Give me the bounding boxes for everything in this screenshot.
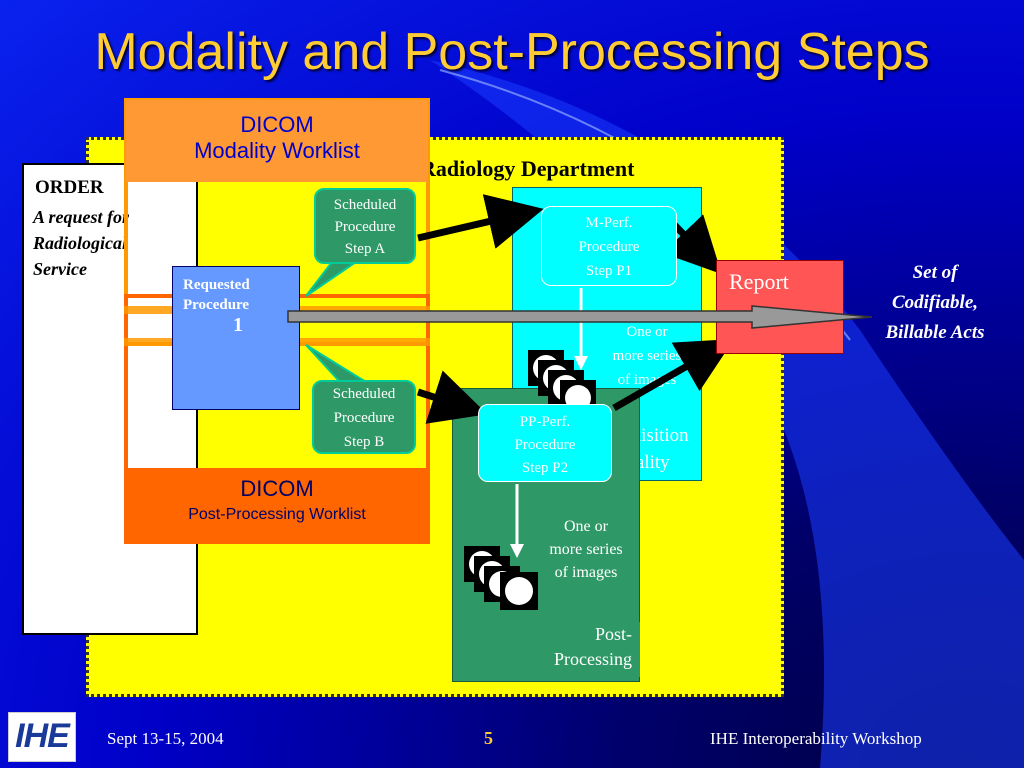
report-box: Report [716,260,844,354]
mpps-line3: Step P1 [585,263,633,279]
series1-line1: One or [626,324,668,340]
requested-procedure-box: Requested Procedure 1 [172,266,300,410]
post-processing-series-text: One or more series of images [536,515,636,584]
billable-acts-label: Set of Codifiable, Billable Acts [860,258,1010,348]
pp-label-line2: Processing [554,649,632,669]
sps-a-line1: Scheduled [333,197,397,213]
page-number: 5 [484,728,493,748]
footer-organization: IHE Interoperability Workshop [710,729,922,748]
footer-date: Sept 13-15, 2004 [107,729,224,748]
requested-procedure-line2: Procedure [183,297,250,313]
order-box [22,163,198,635]
sps-a-line2: Procedure [334,219,396,235]
slide-title: Modality and Post-Processing Steps [94,23,930,81]
series2-line2: more series [549,541,623,558]
acts-line1: Set of [912,262,958,283]
post-processing-label: Post- Processing [510,622,640,677]
arrow-sps-a-to-mpps [417,194,544,249]
pp-label-line1: Post- [594,624,632,644]
series2-line1: One or [564,518,608,535]
image-stack-icon-2 [464,546,538,610]
modality-worklist-line2: Modality Worklist [194,138,360,163]
ihe-logo-text: IHE [15,717,70,755]
series2-line3: of images [554,564,618,581]
department-label: Radiology Department [420,156,635,181]
series1-line2: more series [612,348,682,364]
sps-a-line3: Step A [344,241,386,257]
ppps-line1: PP-Perf. [519,414,571,430]
pp-perf-procedure-step: PP-Perf. Procedure Step P2 [478,404,612,482]
ihe-logo: IHE [8,712,76,762]
modality-worklist-line1: DICOM [240,112,314,137]
pp-worklist-line2: Post-Processing Worklist [188,506,366,523]
modality-worklist-header: DICOM Modality Worklist [126,100,428,182]
mpps-line1: M-Perf. [585,215,633,231]
arrow-sps-b-to-ppps [416,370,488,424]
acts-line3: Billable Acts [885,322,985,343]
requested-procedure-line1: Requested [183,277,250,293]
ppps-line3: Step P2 [521,460,569,476]
order-title: ORDER [35,177,104,198]
ppps-line2: Procedure [514,437,576,453]
post-processing-worklist-header: DICOM Post-Processing Worklist [126,468,428,542]
scheduled-procedure-step-a: Scheduled Procedure Step A [314,188,416,264]
acts-line2: Codifiable, [891,292,979,313]
mpps-line2: Procedure [578,239,640,255]
order-description: A request for Radiological Service [33,207,130,279]
sps-b-line1: Scheduled [332,386,396,402]
arrow-ppps-to-report [612,339,735,412]
m-perf-procedure-step: M-Perf. Procedure Step P1 [541,206,677,286]
pp-worklist-line1: DICOM [240,476,314,501]
sps-b-line3: Step B [343,434,385,450]
requested-procedure-number: 1 [233,314,243,336]
sps-b-line2: Procedure [333,410,395,426]
scheduled-procedure-step-b: Scheduled Procedure Step B [312,380,416,454]
